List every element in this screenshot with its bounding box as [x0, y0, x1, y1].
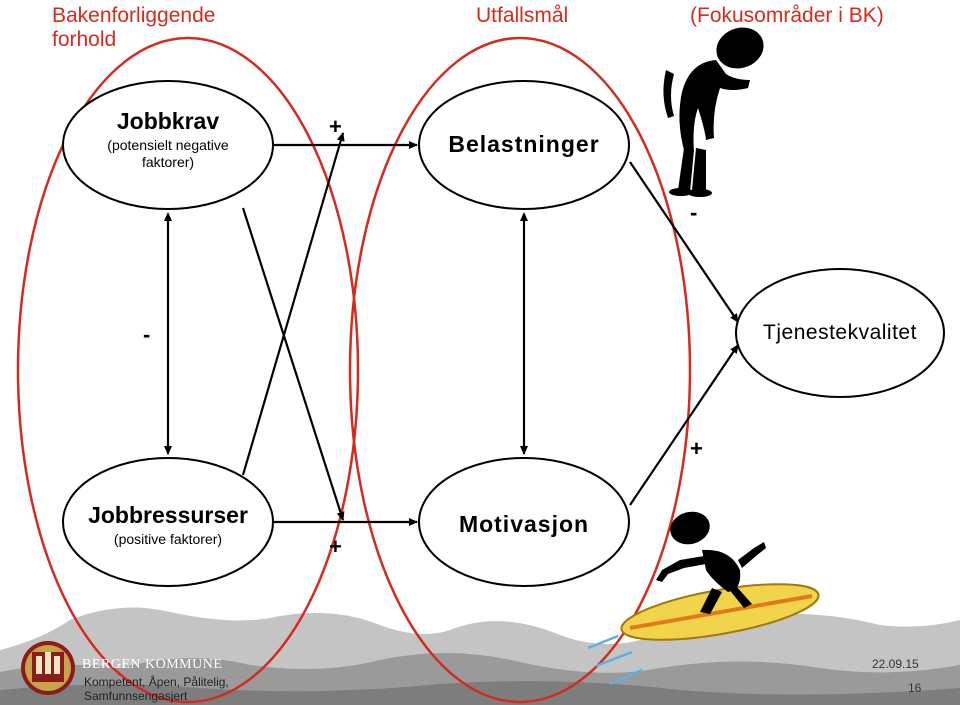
- jobbressurser-text: Jobbressurser (positive faktorer): [60, 502, 276, 547]
- org-name: BERGEN KOMMUNE: [82, 657, 223, 672]
- belastninger-title: Belastninger: [448, 131, 600, 157]
- arrow-ress-belast: [241, 132, 345, 476]
- node-tjenestekvalitet: [735, 268, 945, 398]
- node-motivasjon: [418, 457, 630, 587]
- header-right-label: (Fokusområder i BK): [690, 4, 884, 27]
- arrow-krav-motiv: [241, 207, 345, 521]
- bergen-emblem-icon: [21, 641, 75, 695]
- slide-date: 22.09.15: [872, 657, 919, 671]
- motivasjon-title: Motivasjon: [458, 511, 590, 537]
- jobbressurser-subtitle: (positive faktorer): [113, 531, 223, 547]
- sign-motiv-tjeneste: +: [690, 436, 703, 461]
- jobbkrav-text: Jobbkrav (potensielt negative faktorer): [63, 108, 273, 171]
- surfer-figure-icon: [587, 511, 820, 686]
- stressed-figure-icon: [663, 27, 764, 197]
- group-oval-left: [16, 36, 360, 704]
- node-jobbkrav: [62, 80, 274, 210]
- node-jobbressurser: [62, 457, 274, 587]
- arrow-motiv-tjeneste: [629, 344, 739, 506]
- header-middle-label: Utfallsmål: [476, 4, 569, 27]
- diagram-arrows: [164, 132, 739, 526]
- jobbkrav-subtitle: (potensielt negative faktorer): [107, 137, 229, 170]
- jobbkrav-title: Jobbkrav: [116, 108, 220, 134]
- tjenestekvalitet-title: Tjenestekvalitet: [763, 321, 917, 344]
- jobbressurser-title: Jobbressurser: [88, 502, 248, 528]
- slide-page-number: 16: [908, 681, 922, 695]
- org-tagline: Kompetent, Åpen, Pålitelig, Samfunnsenga…: [84, 675, 229, 703]
- sign-krav-ress: -: [143, 322, 151, 347]
- sign-krav-belast: +: [329, 114, 342, 139]
- group-oval-middle: [348, 36, 692, 704]
- sign-ress-motiv: +: [329, 534, 342, 559]
- node-belastninger: [418, 80, 630, 210]
- arrow-belast-tjeneste: [629, 161, 739, 323]
- header-left-label: Bakenforliggende forhold: [52, 4, 216, 51]
- sign-belast-tjeneste: -: [690, 200, 698, 225]
